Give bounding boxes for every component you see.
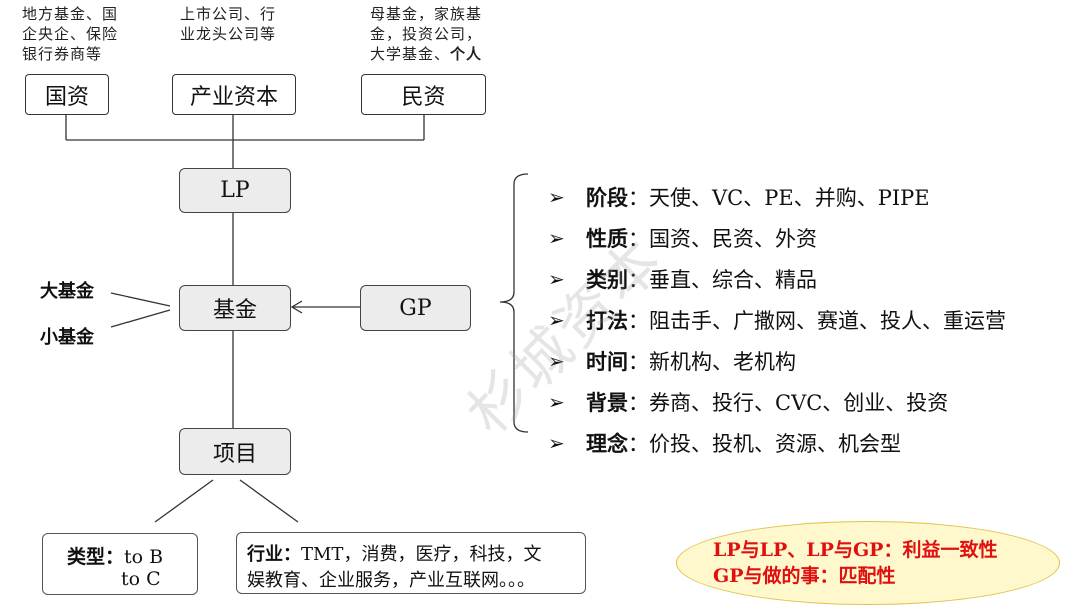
industry-box: 行业：TMT，消费，医疗，科技，文 娱教育、企业服务，产业互联网。。。 bbox=[236, 532, 586, 594]
arrow-bullet-icon: ➢ bbox=[548, 348, 565, 373]
project-type-box: 类型：to B to C bbox=[42, 533, 198, 595]
attribute-label: 类别 bbox=[586, 266, 628, 292]
arrow-bullet-icon: ➢ bbox=[548, 307, 565, 332]
note-line: 母基金，家族基 bbox=[370, 5, 483, 23]
industry-text: 娱教育、企业服务，产业互联网。。。 bbox=[247, 570, 535, 591]
chanye-note: 上市公司、行 业龙头公司等 bbox=[180, 4, 276, 44]
industry-text: TMT，消费，医疗，科技，文 bbox=[301, 544, 542, 565]
attribute-text: ：新机构、老机构 bbox=[628, 349, 796, 374]
note-line: 业龙头公司等 bbox=[180, 25, 277, 43]
consistency-line: LP与LP、LP与GP：利益一致性 bbox=[713, 539, 998, 561]
list-item: ➢ 类别：垂直、综合、精品 bbox=[548, 258, 1006, 299]
attribute-text: ：垂直、综合、精品 bbox=[628, 267, 817, 292]
gp-box: GP bbox=[360, 285, 471, 331]
attribute-text: ：天使、VC、PE、并购、PIPE bbox=[628, 185, 930, 210]
attribute-label: 理念 bbox=[586, 430, 628, 456]
attribute-text: ：价投、投机、资源、机会型 bbox=[628, 431, 901, 456]
list-item: ➢ 阶段：天使、VC、PE、并购、PIPE bbox=[548, 176, 1006, 217]
note-line: 上市公司、行 bbox=[180, 5, 277, 23]
chanye-box: 产业资本 bbox=[172, 74, 296, 115]
attribute-text: ：阻击手、广撒网、赛道、投人、重运营 bbox=[628, 308, 1006, 333]
arrow-bullet-icon: ➢ bbox=[548, 184, 565, 209]
lp-box: LP bbox=[179, 168, 291, 213]
list-item: ➢ 打法：阻击手、广撒网、赛道、投人、重运营 bbox=[548, 299, 1006, 340]
list-item: ➢ 理念：价投、投机、资源、机会型 bbox=[548, 422, 1006, 463]
project-box: 项目 bbox=[179, 428, 291, 475]
note-line: 银行券商等 bbox=[22, 45, 103, 63]
arrow-bullet-icon: ➢ bbox=[548, 389, 565, 414]
note-line: 大学基金、 bbox=[370, 45, 451, 63]
arrow-bullet-icon: ➢ bbox=[548, 430, 565, 455]
attribute-label: 时间 bbox=[586, 348, 628, 374]
note-line: 地方基金、国 bbox=[22, 5, 119, 23]
fund-box: 基金 bbox=[179, 285, 291, 331]
list-item: ➢ 时间：新机构、老机构 bbox=[548, 340, 1006, 381]
small-fund-label: 小基金 bbox=[40, 327, 94, 348]
large-fund-label: 大基金 bbox=[40, 281, 94, 302]
attribute-label: 阶段 bbox=[586, 184, 628, 210]
arrow-bullet-icon: ➢ bbox=[548, 225, 565, 250]
project-type-label: 类型： bbox=[67, 546, 125, 568]
note-line: 企央企、保险 bbox=[22, 25, 119, 43]
minzi-note: 母基金，家族基 金，投资公司， 大学基金、个人 bbox=[370, 4, 482, 64]
industry-label: 行业： bbox=[247, 544, 301, 565]
project-type-value: to B bbox=[124, 546, 164, 568]
guozi-box: 国资 bbox=[25, 74, 109, 115]
gp-attribute-list: ➢ 阶段：天使、VC、PE、并购、PIPE ➢ 性质：国资、民资、外资 ➢ 类别… bbox=[548, 176, 1006, 463]
attribute-text: ：券商、投行、CVC、创业、投资 bbox=[628, 390, 949, 415]
attribute-label: 打法 bbox=[586, 307, 628, 333]
list-item: ➢ 性质：国资、民资、外资 bbox=[548, 217, 1006, 258]
note-line: 金，投资公司， bbox=[370, 25, 483, 43]
arrow-bullet-icon: ➢ bbox=[548, 266, 565, 291]
consistency-ellipse: LP与LP、LP与GP：利益一致性 GP与做的事：匹配性 bbox=[676, 521, 1060, 605]
minzi-box: 民资 bbox=[361, 74, 486, 115]
attribute-label: 背景 bbox=[586, 389, 628, 415]
list-item: ➢ 背景：券商、投行、CVC、创业、投资 bbox=[548, 381, 1006, 422]
attribute-label: 性质 bbox=[586, 225, 628, 251]
note-bold-tail: 个人 bbox=[450, 45, 483, 63]
attribute-text: ：国资、民资、外资 bbox=[628, 226, 817, 251]
project-type-value: to C bbox=[121, 568, 161, 590]
consistency-line: GP与做的事：匹配性 bbox=[713, 565, 896, 587]
guozi-note: 地方基金、国 企央企、保险 银行券商等 bbox=[22, 4, 118, 64]
